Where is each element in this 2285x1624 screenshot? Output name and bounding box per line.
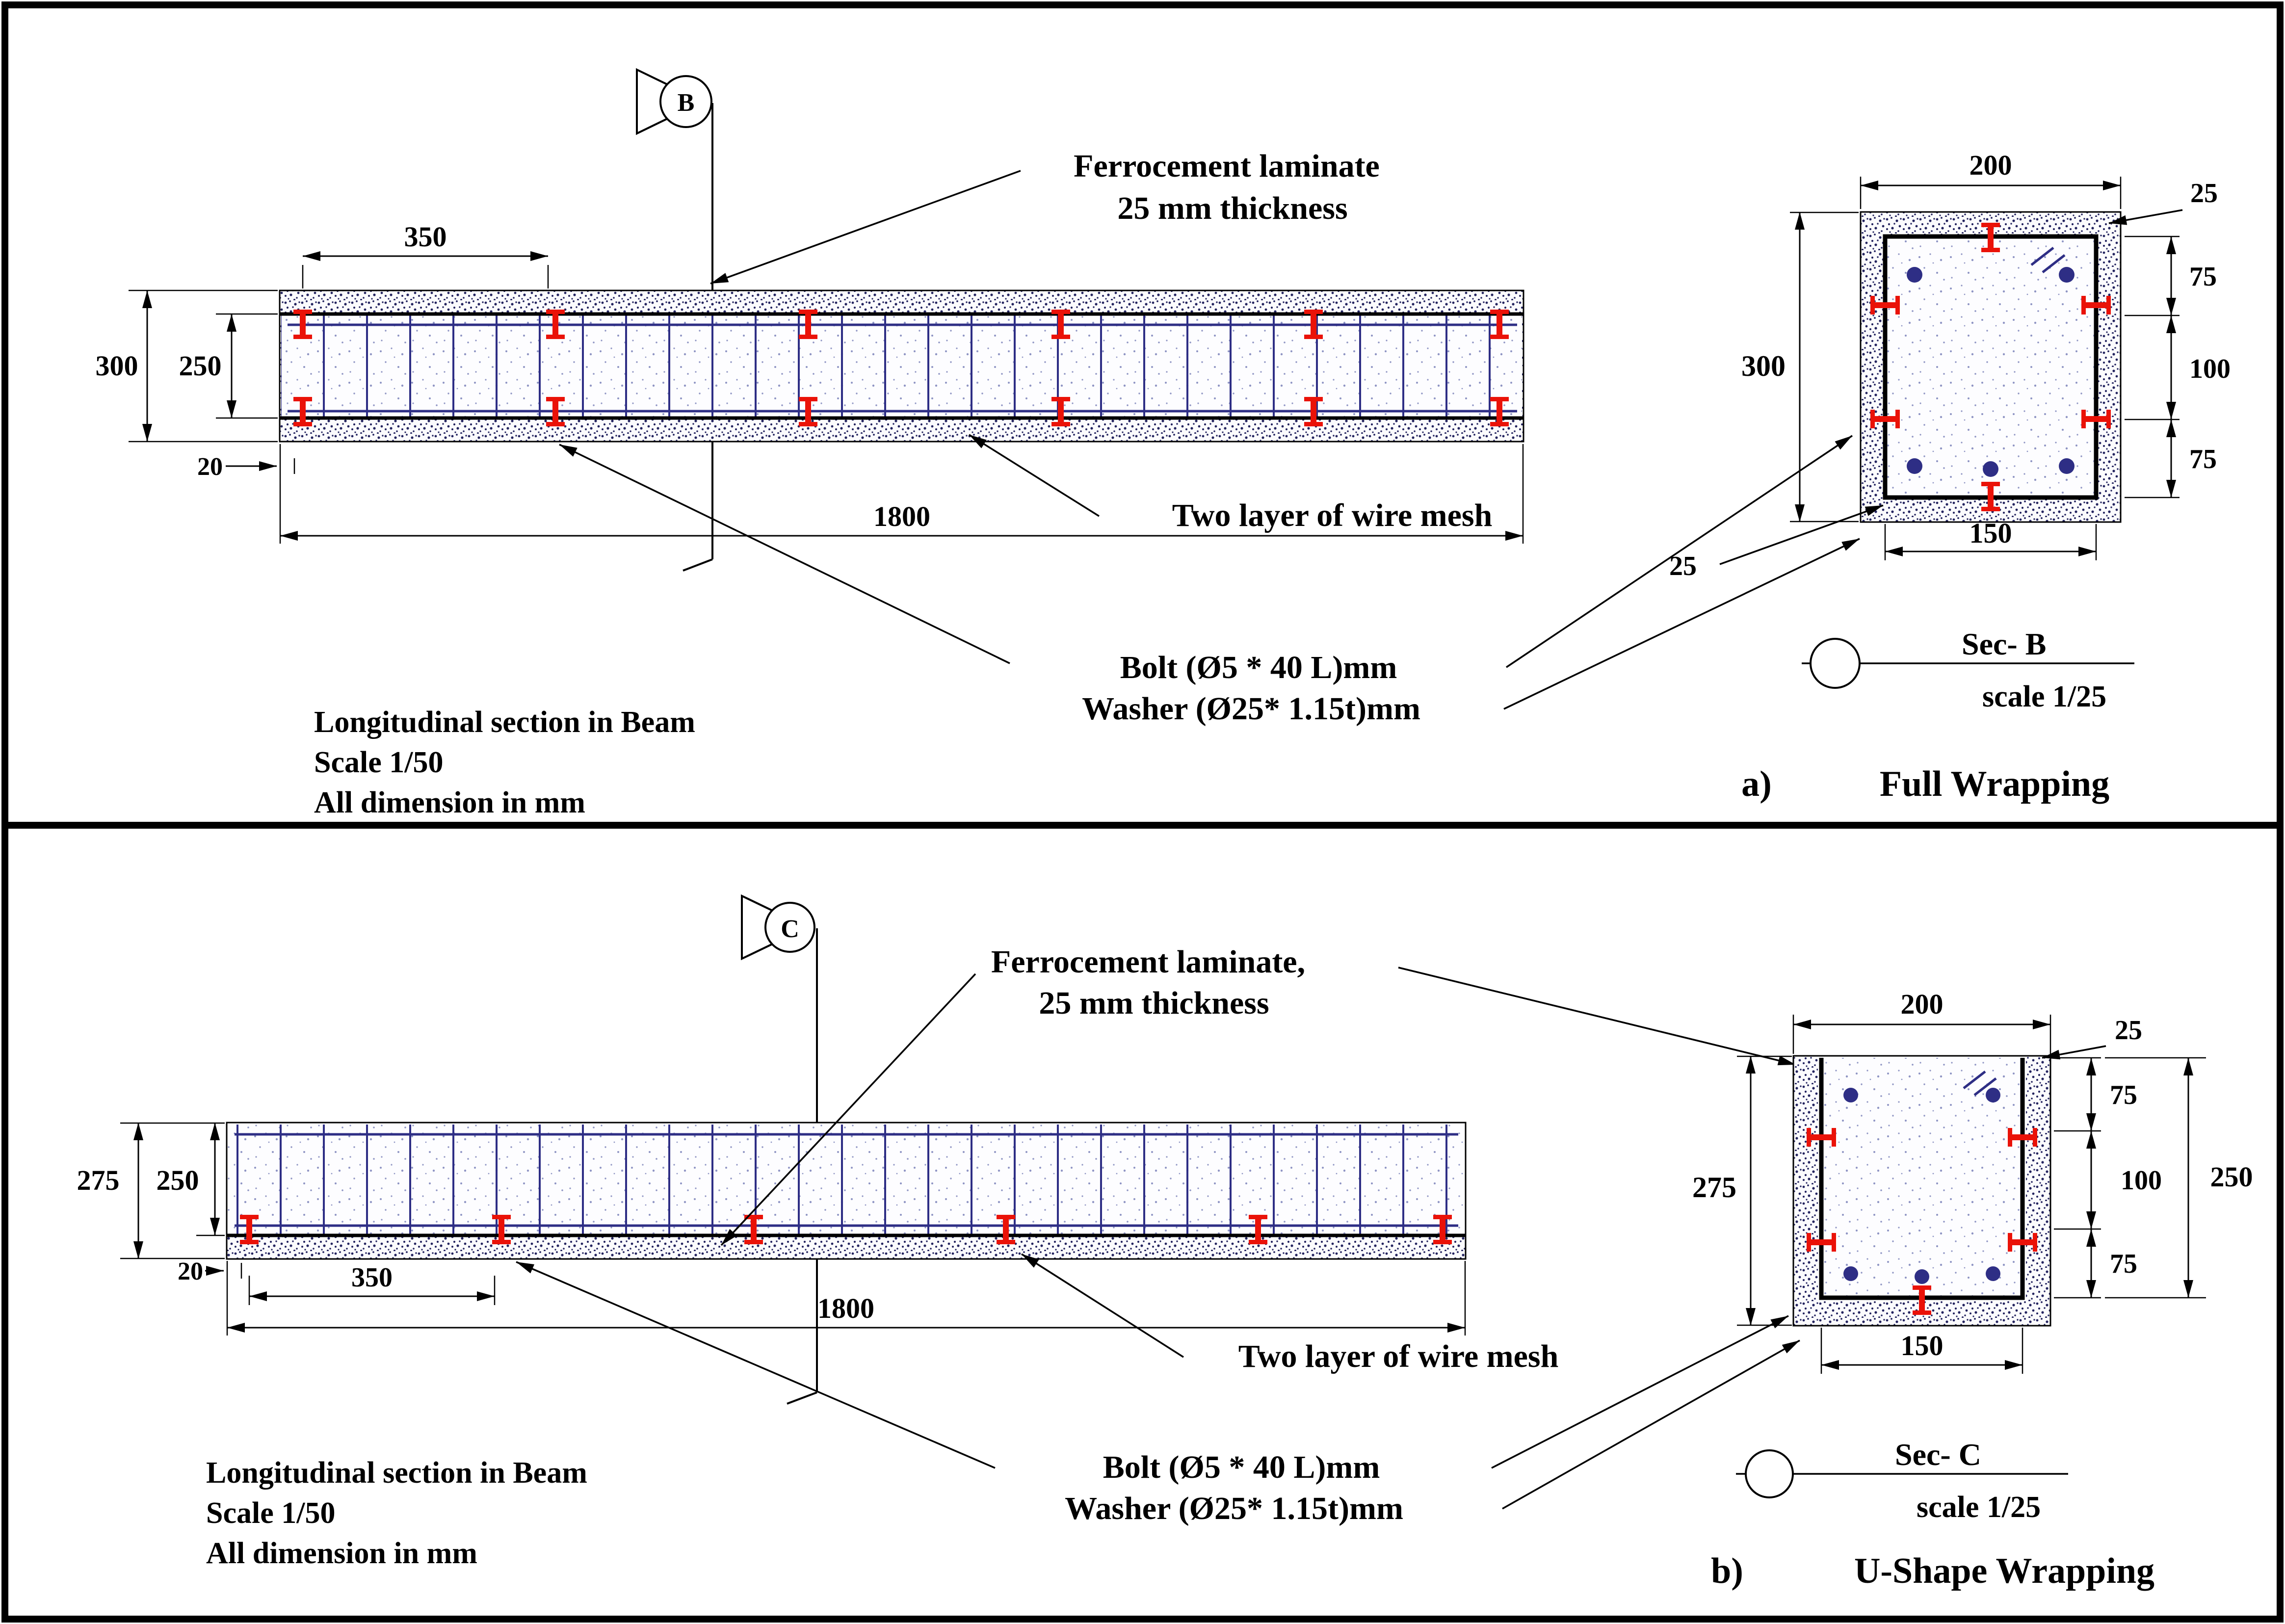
cross-section-b: 200 25 75 100 75 300 25 150 xyxy=(1503,149,2231,713)
caption-a: Longitudinal section in Beam Scale 1/50 … xyxy=(314,706,695,819)
caption-line1: Longitudinal section in Beam xyxy=(206,1456,587,1490)
stirrups xyxy=(228,1125,1465,1234)
dim-250-outer: 250 xyxy=(2210,1161,2253,1193)
dim-275-section: 275 xyxy=(1692,1171,1736,1204)
beam-longitudinal-b xyxy=(226,1122,1467,1260)
callout-wire-mesh-a: Two layer of wire mesh xyxy=(969,434,1493,533)
dim-25-side: 25 xyxy=(2115,1015,2142,1046)
section-name: Sec- B xyxy=(1962,627,2046,661)
section-marker-letter: B xyxy=(678,89,695,117)
item-label: a) xyxy=(1741,764,1772,804)
callout-bolt-line1: Bolt (Ø5 * 40 L)mm xyxy=(1120,650,1397,685)
stirrups xyxy=(281,314,1522,418)
panel-b-title: b) U-Shape Wrapping xyxy=(1711,1551,2154,1591)
dim-75-bottom: 75 xyxy=(2189,444,2217,474)
dimension-span-b: 1800 xyxy=(226,1261,1466,1336)
caption-line3: All dimension in mm xyxy=(206,1537,477,1570)
callout-bolt-line2: Washer (Ø25* 1.15t)mm xyxy=(1065,1491,1403,1526)
section-scale: scale 1/25 xyxy=(1982,680,2106,713)
item-label: b) xyxy=(1711,1551,1743,1591)
dim-275: 275 xyxy=(77,1164,120,1196)
section-scale: scale 1/25 xyxy=(1917,1491,2041,1524)
dim-300: 300 xyxy=(96,350,138,382)
dim-150: 150 xyxy=(1970,517,2012,549)
callout-wire-mesh: Two layer of wire mesh xyxy=(1172,498,1493,533)
dim-75-top: 75 xyxy=(2110,1080,2137,1110)
dim-350: 350 xyxy=(351,1262,393,1293)
caption-line2: Scale 1/50 xyxy=(314,746,443,779)
section-bubble-icon xyxy=(1810,638,1861,689)
dim-75-bottom: 75 xyxy=(2110,1249,2137,1279)
section-bubble-icon xyxy=(1745,1449,1794,1498)
section-marker-letter: C xyxy=(781,915,799,943)
dim-300-section: 300 xyxy=(1741,350,1786,382)
callout-bolt-line2: Washer (Ø25* 1.15t)mm xyxy=(1082,691,1420,727)
callout-laminate-line2: 25 mm thickness xyxy=(1039,985,1269,1021)
dim-1800: 1800 xyxy=(873,500,930,532)
laminate-left xyxy=(1793,1056,1818,1326)
dimension-depths-b: 275 250 20 xyxy=(77,1122,242,1285)
dim-20: 20 xyxy=(197,453,223,481)
caption-line1: Longitudinal section in Beam xyxy=(314,706,695,739)
dim-150: 150 xyxy=(1901,1330,1944,1362)
section-marker-b: B xyxy=(636,68,713,572)
section-name: Sec- C xyxy=(1895,1437,1981,1472)
callout-bolt-b: Bolt (Ø5 * 40 L)mm Washer (Ø25* 1.15t)mm xyxy=(516,1261,1800,1526)
laminate-right xyxy=(2026,1056,2050,1326)
dim-350: 350 xyxy=(404,221,447,253)
dim-100: 100 xyxy=(2121,1165,2162,1196)
beam-longitudinal-a xyxy=(279,289,1524,443)
dim-1800: 1800 xyxy=(817,1292,874,1324)
laminate-wrap xyxy=(227,1235,1466,1259)
callout-bolt-line1: Bolt (Ø5 * 40 L)mm xyxy=(1103,1449,1380,1485)
caption-b: Longitudinal section in Beam Scale 1/50 … xyxy=(206,1456,587,1570)
callout-laminate-line2: 25 mm thickness xyxy=(1117,190,1347,226)
dim-20: 20 xyxy=(178,1257,203,1285)
callout-laminate-line1: Ferrocement laminate, xyxy=(991,944,1305,980)
callout-bolt-a: Bolt (Ø5 * 40 L)mm Washer (Ø25* 1.15t)mm xyxy=(559,435,1853,727)
callout-laminate-a: Ferrocement laminate 25 mm thickness xyxy=(710,148,1380,285)
caption-line3: All dimension in mm xyxy=(314,786,585,819)
callout-laminate-line1: Ferrocement laminate xyxy=(1074,148,1380,184)
wrapping-title: U-Shape Wrapping xyxy=(1854,1551,2154,1591)
dimension-bolt-spacing-a: 350 xyxy=(302,221,549,288)
callout-laminate-b: Ferrocement laminate, 25 mm thickness xyxy=(720,944,1796,1246)
panel-a-title: a) Full Wrapping xyxy=(1741,764,2109,804)
dimension-bolt-spacing-b: 350 xyxy=(248,1262,496,1305)
caption-line2: Scale 1/50 xyxy=(206,1496,335,1530)
dim-250: 250 xyxy=(179,350,222,382)
dim-25-top: 25 xyxy=(2190,178,2218,209)
dim-75-top: 75 xyxy=(2189,262,2217,292)
dimension-depths-a: 300 250 20 xyxy=(96,289,295,481)
cross-section-c: 200 25 75 100 75 250 275 150 xyxy=(1692,988,2253,1524)
dim-100: 100 xyxy=(2189,354,2231,384)
wrapping-title: Full Wrapping xyxy=(1880,764,2109,804)
dim-200: 200 xyxy=(1901,988,1944,1020)
panel-b-border xyxy=(1,822,2284,1623)
callout-wire-mesh-b: Two layer of wire mesh xyxy=(1021,1253,1559,1374)
panel-b: C 275 250 20 xyxy=(1,822,2284,1623)
dimension-span-a: 1800 xyxy=(279,444,1524,544)
dim-250: 250 xyxy=(157,1164,199,1196)
panel-a: B 350 xyxy=(1,1,2284,829)
dim-25-bottom: 25 xyxy=(1669,551,1697,581)
callout-wire-mesh: Two layer of wire mesh xyxy=(1238,1338,1559,1374)
dim-200: 200 xyxy=(1970,149,2012,181)
